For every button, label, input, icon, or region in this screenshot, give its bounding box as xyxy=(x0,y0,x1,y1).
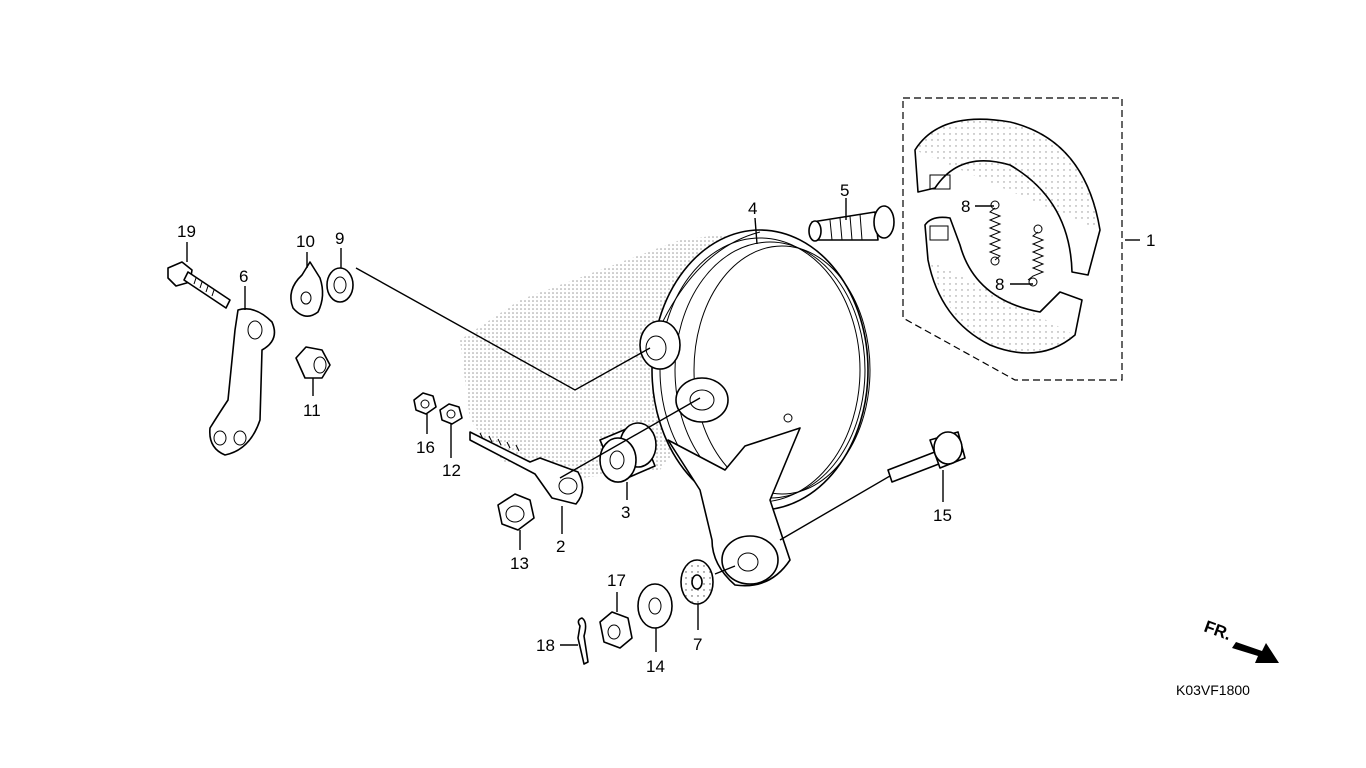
fr-label: FR. xyxy=(1202,617,1234,644)
brake-panel[interactable] xyxy=(639,229,871,587)
callout-4: 4 xyxy=(748,199,757,218)
callout-18: 18 xyxy=(536,636,555,655)
callout-1: 1 xyxy=(1146,231,1155,250)
callout-16: 16 xyxy=(416,438,435,457)
rubber-washer[interactable] xyxy=(680,559,714,605)
collar[interactable] xyxy=(599,422,657,483)
dust-seal[interactable] xyxy=(326,267,354,303)
wear-indicator-plate[interactable] xyxy=(290,261,324,317)
callout-17: 17 xyxy=(607,571,626,590)
callout-12: 12 xyxy=(442,461,461,480)
callout-7: 7 xyxy=(693,635,702,654)
shoe-spring-lower[interactable] xyxy=(1027,224,1045,287)
callout-8-upper: 8 xyxy=(961,197,970,216)
rod-arm[interactable] xyxy=(208,308,276,456)
nut-12[interactable] xyxy=(439,403,463,425)
diagram-code: K03VF1800 xyxy=(1176,682,1250,698)
nut-16[interactable] xyxy=(413,392,437,415)
callout-6: 6 xyxy=(239,267,248,286)
callout-13: 13 xyxy=(510,554,529,573)
callout-14: 14 xyxy=(646,657,665,676)
plain-washer[interactable] xyxy=(637,583,673,629)
shoe-spring-upper[interactable] xyxy=(988,200,1002,266)
callout-8-lower: 8 xyxy=(995,275,1004,294)
callout-3: 3 xyxy=(621,503,630,522)
callout-9: 9 xyxy=(335,229,344,248)
callout-5: 5 xyxy=(840,181,849,200)
castle-nut[interactable] xyxy=(599,611,633,649)
callout-10: 10 xyxy=(296,232,315,251)
callout-19: 19 xyxy=(177,222,196,241)
leader-lines xyxy=(186,198,1140,652)
callout-15: 15 xyxy=(933,506,952,525)
brake-shoe-set[interactable] xyxy=(902,97,1123,381)
callout-numbers: 1 2 3 4 5 6 7 8 8 9 10 11 12 13 14 15 16… xyxy=(177,181,1155,676)
cotter-pin[interactable] xyxy=(577,617,589,665)
cap-nut[interactable] xyxy=(295,346,331,379)
flange-nut[interactable] xyxy=(497,493,535,531)
arm-bolt[interactable] xyxy=(167,261,231,309)
brake-cam[interactable] xyxy=(808,205,895,242)
torque-bolt[interactable] xyxy=(887,431,966,483)
callout-11: 11 xyxy=(303,401,321,420)
callout-2: 2 xyxy=(556,537,565,556)
brake-arm[interactable] xyxy=(469,431,584,505)
front-direction-arrow: FR. xyxy=(1202,617,1279,663)
